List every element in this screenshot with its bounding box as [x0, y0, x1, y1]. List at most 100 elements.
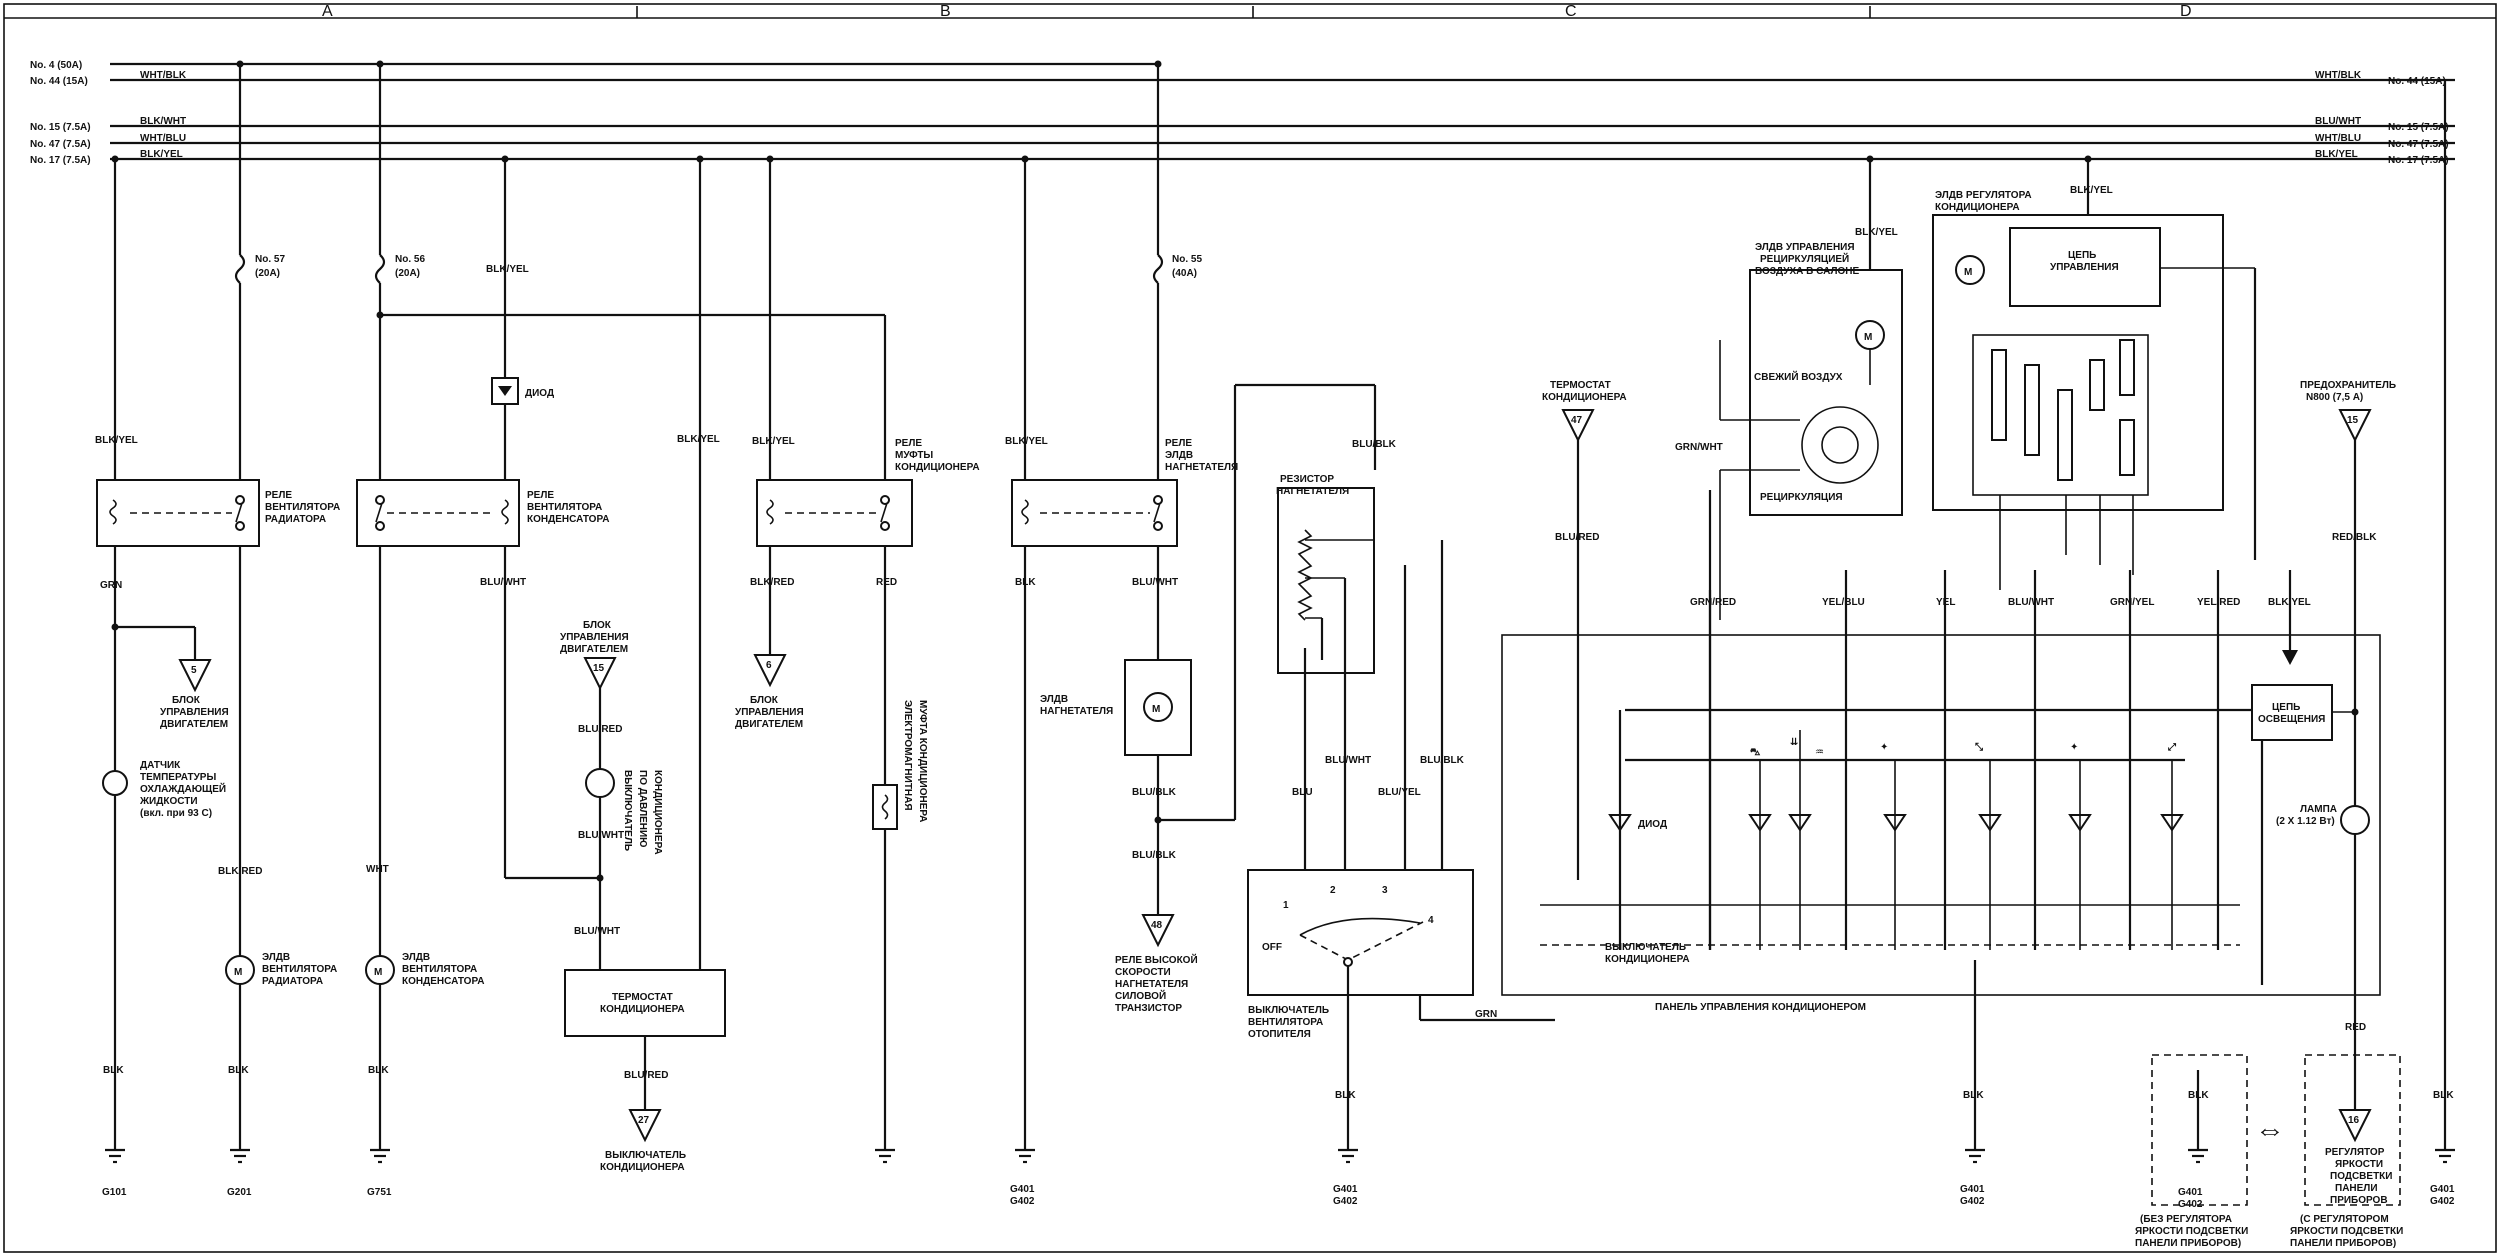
- panel-diode-label: ДИОД: [1638, 819, 1667, 830]
- ground-label: G101: [102, 1187, 127, 1198]
- wire-label: BLU/BLK: [1352, 439, 1397, 450]
- ground-label: G401: [1010, 1184, 1035, 1195]
- fuse-57-label: No. 57: [255, 254, 285, 265]
- wire-label: BLK/RED: [750, 577, 794, 588]
- fuse-56-symbol: [374, 254, 386, 284]
- ac-thermostat-box: [564, 969, 726, 1037]
- ground-label: G402: [1010, 1196, 1035, 1207]
- ground-symbol: [2435, 1148, 2455, 1164]
- lamp-label: ЛАМПА: [2300, 804, 2337, 815]
- mode-motor-label: ЭЛДВ РЕГУЛЯТОРА: [1935, 190, 2032, 201]
- wire-label: BLK: [368, 1065, 389, 1076]
- ecu-label: УПРАВЛЕНИЯ: [735, 707, 804, 718]
- wire-label: WHT: [366, 864, 389, 875]
- pressure-switch-circuit: БЛОК УПРАВЛЕНИЯ ДВИГАТЕЛЕМ 15 BLU/RED ВЫ…: [560, 159, 726, 1173]
- ecu-label: БЛОК: [172, 695, 201, 706]
- wire-label: YEL/BLU: [1822, 597, 1865, 608]
- relay-label: СКОРОСТИ: [1115, 967, 1171, 978]
- relay-label: НАГНЕТАТЕЛЯ: [1165, 462, 1238, 473]
- wire-label: BLK/YEL: [2268, 597, 2311, 608]
- ground-label: G401: [2178, 1187, 2203, 1198]
- switch-label: КОНДИЦИОНЕРА: [652, 770, 663, 855]
- recirc-label: РЕЦИРКУЛЯЦИЕЙ: [1760, 252, 1849, 265]
- mode-icon-recirc: ⛍: [1750, 747, 1761, 758]
- diode-label: ДИОД: [525, 388, 554, 399]
- connector-number: 27: [638, 1115, 650, 1126]
- ground-symbol: [370, 1148, 390, 1164]
- fuse-56-label: No. 56: [395, 254, 425, 265]
- mode-icon-floor-def: ⤢: [2168, 742, 2176, 753]
- diagram-frame: [3, 3, 2497, 1253]
- wire-label: GRN: [1475, 1009, 1497, 1020]
- sensor-label: ЖИДКОСТИ: [139, 796, 198, 807]
- zone-d-label: D: [2180, 3, 2192, 20]
- indicator-leds: [1608, 814, 2184, 832]
- condenser-fan-motor-icon: [365, 955, 395, 985]
- ac-control-panel: ПАНЕЛЬ УПРАВЛЕНИЯ КОНДИЦИОНЕРОМ GRN/RED …: [1501, 570, 2381, 1013]
- mode-switch-array: [1972, 334, 2149, 496]
- pressure-switch-icon: [585, 768, 615, 798]
- wire-label: BLK/YEL: [752, 436, 795, 447]
- recirc-mode-label: РЕЦИРКУЛЯЦИЯ: [1760, 492, 1843, 503]
- fuse-57-symbol: [234, 254, 246, 284]
- motor-letter: M: [374, 967, 382, 978]
- wire-label: BLK/RED: [218, 866, 262, 877]
- connector-number: 47: [1571, 415, 1583, 426]
- motor-label: КОНДЕНСАТОРА: [402, 976, 484, 987]
- wire-label: BLU/RED: [624, 1070, 668, 1081]
- wire-label: BLU/WHT: [480, 577, 526, 588]
- panel-switch-label: КОНДИЦИОНЕРА: [1605, 954, 1690, 965]
- fuse-44-right-label: No. 44 (15A): [2388, 76, 2446, 87]
- zone-a-label: A: [322, 3, 333, 20]
- switch-label: ОТОПИТЕЛЯ: [1248, 1029, 1311, 1040]
- fuse-55-amp: (40A): [1172, 268, 1197, 279]
- relay-label: МУФТЫ: [895, 450, 933, 461]
- fuse-connector-15: [2338, 409, 2372, 443]
- wire-label: BLU/BLK: [1420, 755, 1465, 766]
- recirc-motor-box: [1749, 269, 1903, 516]
- mode-icon-bilevel: ⤡: [1975, 742, 1983, 753]
- ground-label: G401: [1960, 1184, 1985, 1195]
- ground-label: G402: [2178, 1199, 2203, 1210]
- fuse-55-symbol: [1152, 254, 1164, 284]
- ground-label: G402: [2430, 1196, 2455, 1207]
- switch-label: ВЕНТИЛЯТОРА: [1248, 1017, 1323, 1028]
- ecu-connector-15: [583, 657, 617, 691]
- dimmer-label: ПРИБОРОВ: [2330, 1195, 2388, 1206]
- ground-label: G401: [2430, 1184, 2455, 1195]
- connector-number: 16: [2348, 1115, 2360, 1126]
- thermostat-connector-47: [1561, 409, 1595, 443]
- illum-label: ОСВЕЩЕНИЯ: [2258, 714, 2325, 725]
- panel-switch-label: ВЫКЛЮЧАТЕЛЬ: [1605, 942, 1686, 953]
- switch-label: ПО ДАВЛЕНИЮ: [637, 770, 648, 847]
- motor-label: ЭЛДВ: [402, 952, 430, 963]
- mode-motor-circuit: BLK/YEL ЭЛДВ РЕГУЛЯТОРА КОНДИЦИОНЕРА M Ц…: [1932, 159, 2257, 590]
- ac-switch-connector-27: [628, 1109, 662, 1143]
- relay-label: РЕЛЕ: [895, 438, 922, 449]
- resistor-icon: [1297, 529, 1313, 621]
- wire-label: BLU/WHT: [2008, 597, 2054, 608]
- fuse-15-label: No. 15 (7.5A): [30, 122, 91, 133]
- wire-label: BLU/RED: [578, 724, 622, 735]
- blower-circuit: BLK/YEL No. 55 (40A) РЕЛЕ ЭЛДВ НАГНЕТАТЕ…: [1005, 64, 1397, 1150]
- coolant-temp-sensor-icon: [102, 770, 128, 796]
- connector-number: 5: [191, 665, 197, 676]
- mode-motor-icon: [1955, 255, 1985, 285]
- relay-label: КОНДИЦИОНЕРА: [895, 462, 980, 473]
- dimmer-label: ЯРКОСТИ: [2335, 1159, 2383, 1170]
- wire-label: RED: [2345, 1022, 2366, 1033]
- mode-motor-label: КОНДИЦИОНЕРА: [1935, 202, 2020, 213]
- radiator-fan-motor-icon: [225, 955, 255, 985]
- mode-icon-vent: ✦: [1880, 742, 1888, 753]
- motor-letter: M: [1152, 704, 1160, 715]
- sensor-label: (вкл. при 93 С): [140, 808, 212, 819]
- relay-label: РЕЛЕ: [1165, 438, 1192, 449]
- ground-symbol: [105, 1148, 125, 1164]
- option-label: ЯРКОСТИ ПОДСВЕТКИ: [2290, 1226, 2403, 1237]
- sensor-label: ДАТЧИК: [140, 760, 181, 771]
- dimmer-label: ПОДСВЕТКИ: [2330, 1171, 2392, 1182]
- control-panel-outline: [1501, 634, 2381, 996]
- thermostat-label: ТЕРМОСТАТ: [612, 992, 673, 1003]
- ecu-label: ДВИГАТЕЛЕМ: [160, 719, 228, 730]
- wire-label: BLK: [1963, 1090, 1984, 1101]
